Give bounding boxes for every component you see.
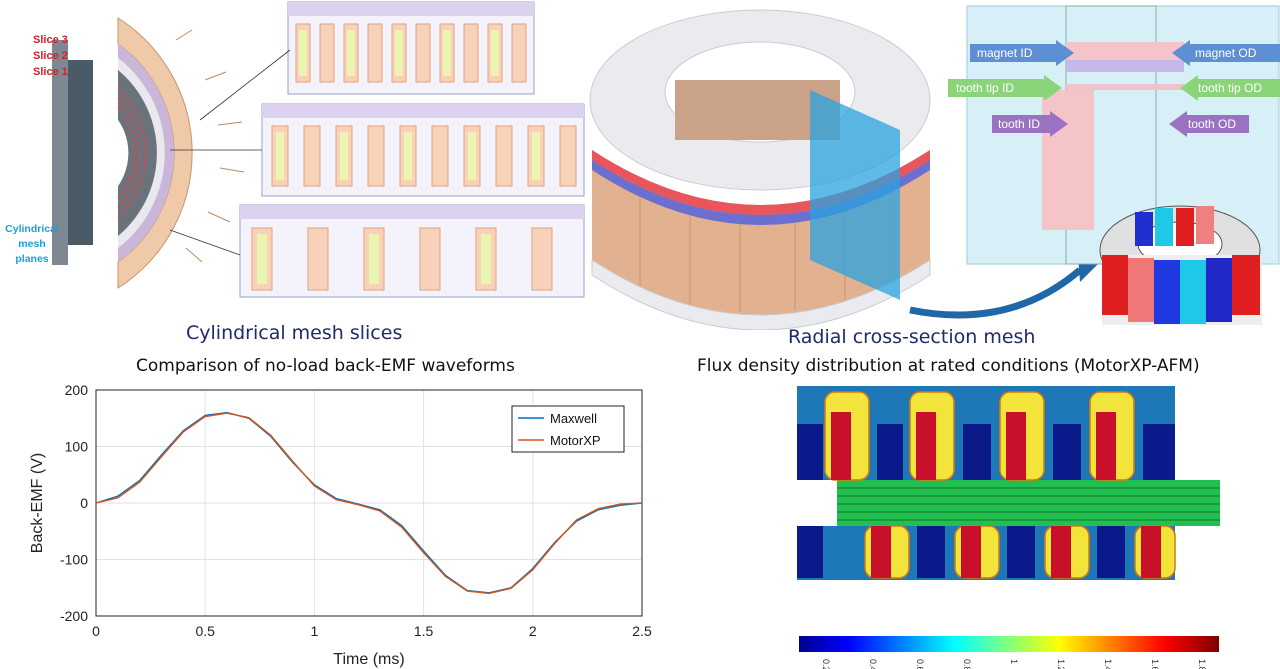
- colorbar-tick-label: 1.4: [1103, 659, 1113, 669]
- y-tick-label: -100: [60, 552, 88, 568]
- motor-ring-drawing: [589, 5, 1280, 330]
- cylindrical-mesh-caption: Cylindrical mesh slices: [186, 322, 403, 344]
- magnet-id-arrow: [970, 40, 1074, 66]
- slice-2-label: Slice 2: [33, 50, 68, 62]
- flux-density-map: 0.2 0.4 0.6 0.8 1 1.2 1.4 1.6 1.8: [795, 384, 1220, 669]
- magnet-od-label: magnet OD: [1195, 46, 1257, 60]
- series-line-motorxp: [95, 412, 643, 595]
- legend-label-motorxp: MotorXP: [550, 433, 601, 448]
- magnet-id-label: magnet ID: [977, 46, 1033, 60]
- x-axis-label: Time (ms): [333, 651, 404, 668]
- colorbar-tick-label: 1.6: [1150, 659, 1160, 669]
- colorbar-ticks: 0.2 0.4 0.6 0.8 1 1.2 1.4 1.6 1.8: [821, 659, 1207, 669]
- colorbar: [799, 636, 1219, 652]
- radial-cross-section-caption: Radial cross-section mesh: [788, 326, 1036, 348]
- x-tick-label: 2.5: [632, 623, 652, 639]
- tooth-tip-id-label: tooth tip ID: [956, 81, 1015, 95]
- colorbar-tick-label: 0.4: [868, 659, 878, 669]
- slice-1-label: Slice 1: [33, 66, 68, 78]
- magnet-od-arrow: [1172, 40, 1280, 66]
- cyl-label-line-2: mesh: [18, 238, 46, 250]
- x-tick-label: 0: [92, 623, 100, 639]
- x-tick-label: 1: [311, 623, 319, 639]
- x-tick-label: 1.5: [414, 623, 434, 639]
- tooth-tip-id-arrow: [948, 75, 1062, 101]
- chart-series: [95, 411, 643, 595]
- cylindrical-mesh-planes-label: Cylindrical mesh planes: [4, 222, 60, 267]
- tooth-tip-od-label: tooth tip OD: [1198, 81, 1263, 95]
- x-tick-label: 0.5: [195, 623, 215, 639]
- radial-cross-section-figure: magnet ID magnet OD tooth tip ID tooth t…: [580, 0, 1280, 330]
- y-tick-label: 0: [80, 495, 88, 511]
- colorbar-tick-label: 1.8: [1197, 659, 1207, 669]
- legend-label-maxwell: Maxwell: [550, 411, 597, 426]
- y-tick-label: -200: [60, 608, 88, 624]
- back-emf-chart: 0 0.5 1 1.5 2 2.5 200 100 0 -100 -200 Time (ms) Ba…: [0, 376, 660, 669]
- flux-density-figure: 0.2 0.4 0.6 0.8 1 1.2 1.4 1.6 1.8: [795, 384, 1220, 669]
- x-tick-label: 2: [529, 623, 537, 639]
- y-tick-label: 100: [65, 439, 89, 455]
- colorbar-tick-label: 1.2: [1056, 659, 1066, 669]
- tooth-od-label: tooth OD: [1188, 117, 1237, 131]
- tooth-id-arrow: [992, 111, 1068, 137]
- colorbar-tick-label: 0.8: [962, 659, 972, 669]
- cyl-label-line-3: planes: [15, 253, 49, 265]
- y-axis-label: Back-EMF (V): [29, 453, 46, 553]
- y-tick-label: 200: [65, 382, 89, 398]
- chart-ticks: 0 0.5 1 1.5 2 2.5 200 100 0 -100 -200: [60, 382, 652, 639]
- back-emf-chart-title: Comparison of no-load back-EMF waveforms: [136, 356, 515, 376]
- cylindrical-mesh-figure: Slice 3 Slice 2 Slice 1 Cylindrical mesh…: [0, 0, 600, 320]
- slice-3-label: Slice 3: [33, 34, 68, 46]
- motor-half-ring-drawing: [52, 1, 585, 298]
- colorbar-tick-label: 1: [1009, 659, 1019, 664]
- tooth-id-label: tooth ID: [998, 117, 1041, 131]
- flux-density-title: Flux density distribution at rated condi…: [697, 356, 1200, 376]
- back-emf-chart-svg: 0 0.5 1 1.5 2 2.5 200 100 0 -100 -200 Time (ms) Ba…: [29, 382, 652, 668]
- tooth-od-arrow: [1169, 111, 1249, 137]
- colorbar-tick-label: 0.6: [915, 659, 925, 669]
- tooth-tip-od-arrow: [1180, 75, 1280, 101]
- chart-legend: Maxwell MotorXP: [511, 405, 625, 453]
- colorbar-tick-label: 0.2: [821, 659, 831, 669]
- cyl-label-line-1: Cylindrical: [5, 223, 59, 235]
- series-line-maxwell: [95, 411, 643, 594]
